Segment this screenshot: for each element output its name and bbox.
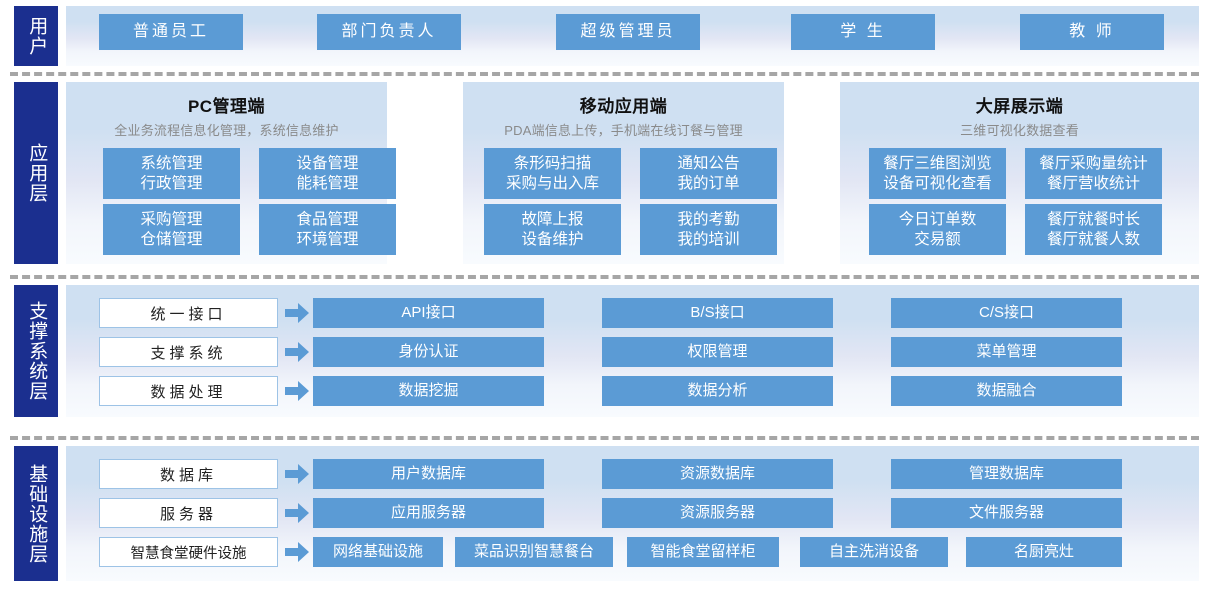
arrow-right-icon-infrastructure-2 (285, 542, 309, 562)
user-role-4[interactable]: 教 师 (1020, 14, 1164, 50)
infrastructure-item-2-2[interactable]: 智能食堂留样柜 (627, 537, 779, 567)
infrastructure-category-0[interactable]: 数据库 (99, 459, 278, 489)
layer-label-infrastructure: 基础设施层 (14, 446, 58, 581)
layer-label-support: 支撑系统层 (14, 285, 58, 417)
separator-support-infrastructure (10, 436, 1199, 440)
user-role-3[interactable]: 学 生 (791, 14, 935, 50)
infrastructure-item-0-1[interactable]: 资源数据库 (602, 459, 833, 489)
arrow-right-icon-support-0 (285, 303, 309, 323)
arrow-right-icon-support-1 (285, 342, 309, 362)
arrow-right-icon-support-2 (285, 381, 309, 401)
application-panel-bigscreen-title: 大屏展示端 (975, 97, 1064, 116)
layer-label-application: 应用层 (14, 82, 58, 264)
infrastructure-category-2[interactable]: 智慧食堂硬件设施 (99, 537, 278, 567)
support-category-0[interactable]: 统一接口 (99, 298, 278, 328)
infrastructure-item-0-2[interactable]: 管理数据库 (891, 459, 1122, 489)
infrastructure-item-1-0[interactable]: 应用服务器 (313, 498, 544, 528)
support-item-2-1[interactable]: 数据分析 (602, 376, 833, 406)
support-category-2[interactable]: 数据处理 (99, 376, 278, 406)
separator-user-application (10, 72, 1199, 76)
application-panel-pc-subtitle: 全业务流程信息化管理，系统信息维护 (114, 123, 339, 138)
application-tile-bigscreen-3[interactable]: 餐厅就餐时长 餐厅就餐人数 (1025, 204, 1162, 255)
application-tile-pc-1[interactable]: 设备管理 能耗管理 (259, 148, 396, 199)
application-tile-bigscreen-2[interactable]: 今日订单数 交易额 (869, 204, 1006, 255)
application-panel-pc-title: PC管理端 (187, 97, 266, 116)
layer-label-user: 用户 (14, 6, 58, 66)
arrow-right-icon-infrastructure-1 (285, 503, 309, 523)
application-panel-bigscreen-subtitle: 三维可视化数据查看 (960, 123, 1079, 138)
infrastructure-item-2-4[interactable]: 名厨亮灶 (966, 537, 1122, 567)
support-item-1-0[interactable]: 身份认证 (313, 337, 544, 367)
application-panel-mobile-subtitle: PDA端信息上传，手机端在线订餐与管理 (504, 123, 743, 138)
application-tile-bigscreen-0[interactable]: 餐厅三维图浏览 设备可视化查看 (869, 148, 1006, 199)
support-item-0-2[interactable]: C/S接口 (891, 298, 1122, 328)
user-role-1[interactable]: 部门负责人 (317, 14, 461, 50)
infrastructure-item-2-0[interactable]: 网络基础设施 (313, 537, 443, 567)
support-item-2-2[interactable]: 数据融合 (891, 376, 1122, 406)
application-tile-pc-3[interactable]: 食品管理 环境管理 (259, 204, 396, 255)
support-item-0-1[interactable]: B/S接口 (602, 298, 833, 328)
support-category-1[interactable]: 支撑系统 (99, 337, 278, 367)
user-role-0[interactable]: 普通员工 (99, 14, 243, 50)
support-item-0-0[interactable]: API接口 (313, 298, 544, 328)
support-item-1-2[interactable]: 菜单管理 (891, 337, 1122, 367)
application-tile-mobile-0[interactable]: 条形码扫描 采购与出入库 (484, 148, 621, 199)
infrastructure-category-1[interactable]: 服务器 (99, 498, 278, 528)
application-tile-mobile-1[interactable]: 通知公告 我的订单 (640, 148, 777, 199)
infrastructure-item-2-3[interactable]: 自主洗消设备 (800, 537, 948, 567)
separator-application-support (10, 275, 1199, 279)
application-tile-mobile-2[interactable]: 故障上报 设备维护 (484, 204, 621, 255)
application-tile-mobile-3[interactable]: 我的考勤 我的培训 (640, 204, 777, 255)
application-tile-pc-2[interactable]: 采购管理 仓储管理 (103, 204, 240, 255)
infrastructure-item-1-1[interactable]: 资源服务器 (602, 498, 833, 528)
arrow-right-icon-infrastructure-0 (285, 464, 309, 484)
infrastructure-item-0-0[interactable]: 用户数据库 (313, 459, 544, 489)
support-item-1-1[interactable]: 权限管理 (602, 337, 833, 367)
support-item-2-0[interactable]: 数据挖掘 (313, 376, 544, 406)
application-tile-bigscreen-1[interactable]: 餐厅采购量统计 餐厅营收统计 (1025, 148, 1162, 199)
infrastructure-item-1-2[interactable]: 文件服务器 (891, 498, 1122, 528)
application-tile-pc-0[interactable]: 系统管理 行政管理 (103, 148, 240, 199)
user-role-2[interactable]: 超级管理员 (556, 14, 700, 50)
infrastructure-item-2-1[interactable]: 菜品识别智慧餐台 (455, 537, 613, 567)
application-panel-mobile-title: 移动应用端 (579, 97, 668, 116)
